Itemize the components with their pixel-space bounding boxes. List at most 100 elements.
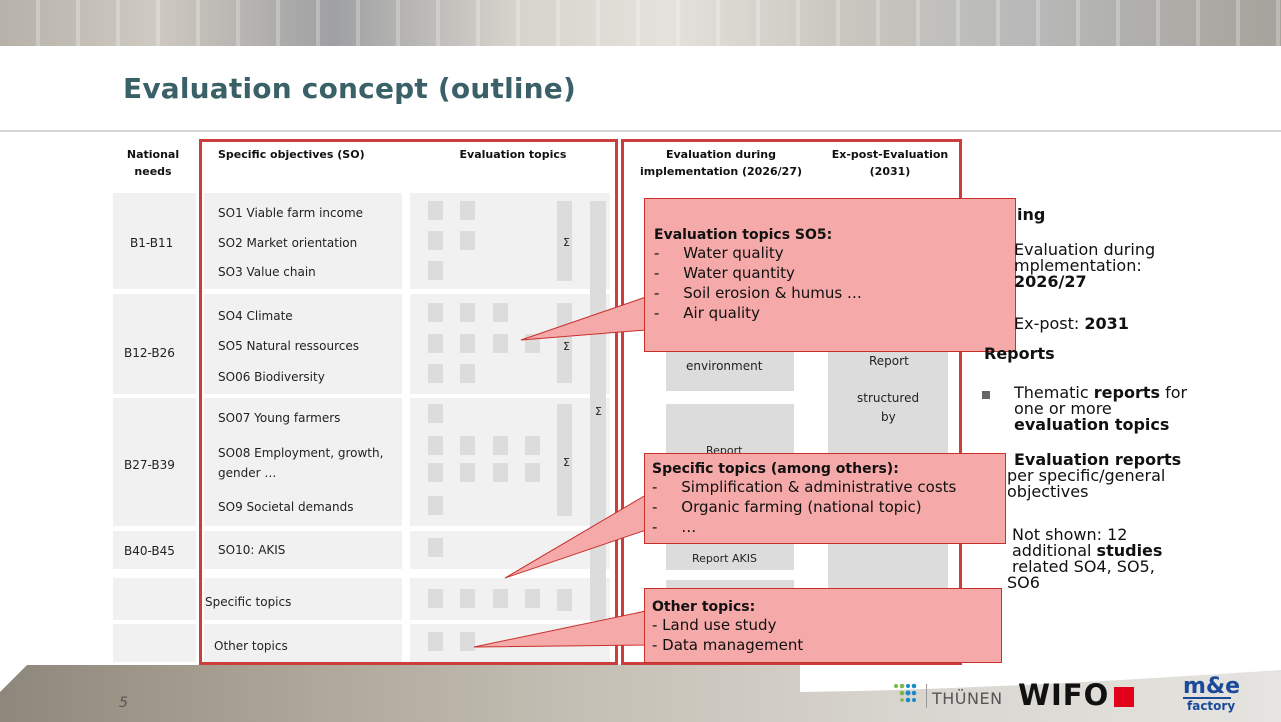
topic-square: [460, 231, 475, 250]
sum-bar: [557, 589, 572, 611]
callout-title: Evaluation topics SO5:: [654, 227, 833, 243]
so3-label: SO3 Value chain: [218, 265, 316, 279]
topic-square: [428, 589, 443, 608]
callout-item: - Water quality: [654, 244, 784, 262]
reports-bullet-3-cont2: related SO4, SO5,: [1012, 557, 1155, 576]
reports-bullet-1: Thematic reports for: [1014, 383, 1188, 402]
so-group-cell: [204, 193, 402, 289]
so4-label: SO4 Climate: [218, 309, 293, 323]
so-group-cell: [204, 578, 402, 620]
callout-item: - …: [652, 518, 697, 536]
so6-label: SO06 Biodiversity: [218, 370, 325, 384]
so7-label: SO07 Young farmers: [218, 411, 341, 425]
topic-square: [525, 463, 540, 482]
header-national-needs: National needs: [126, 148, 180, 178]
topics-cell: [410, 193, 610, 289]
topic-square: [460, 303, 475, 322]
header-eval-during: Evaluation during implementation (2026/2…: [639, 148, 802, 178]
during-text: Report AKIS: [692, 552, 757, 565]
topic-square: [493, 303, 508, 322]
header-evaluation-topics: Evaluation topics: [459, 148, 567, 161]
expost-text: by: [881, 410, 896, 424]
sum-bar: [557, 201, 572, 281]
topic-square: [525, 589, 540, 608]
reports-bullet-3-cont: additional studies: [1012, 541, 1163, 560]
topic-square: [428, 334, 443, 353]
timing-during-year: 2026/27: [1014, 272, 1087, 291]
callout-item: - Data management: [652, 636, 804, 654]
wifo-logo-text: WIFO: [1018, 678, 1110, 712]
topic-square: [460, 334, 475, 353]
so8-label-cont: gender …: [218, 466, 277, 480]
so2-label: SO2 Market orientation: [218, 236, 358, 250]
sum-symbol: Σ: [595, 405, 602, 418]
topic-square: [428, 632, 443, 651]
reports-bullet-1-cont2: evaluation topics: [1014, 415, 1170, 434]
total-sum-bar: [590, 201, 606, 621]
logo-divider: [926, 684, 927, 708]
topic-square: [428, 303, 443, 322]
topic-square: [428, 231, 443, 250]
expost-text: Report: [869, 354, 909, 368]
me-factory-underline: [1183, 697, 1231, 699]
so-group-cell: [204, 624, 402, 662]
title-divider: [0, 130, 1281, 132]
reports-bullet-2: Evaluation reports: [1014, 450, 1182, 469]
callout-specific: Specific topics (among others): - Simpli…: [644, 453, 1006, 544]
needs-label: B1-B11: [130, 236, 174, 250]
callout-item: - Air quality: [654, 304, 760, 322]
topics-cell: [410, 398, 610, 526]
bullet-square: [982, 391, 990, 399]
topics-cell: [410, 294, 610, 394]
callout-item: - Organic farming (national topic): [652, 498, 922, 516]
so-group-cell: [204, 531, 402, 569]
reports-bullet-2-cont: per specific/general: [1007, 466, 1166, 485]
header-photo-band: [0, 0, 1281, 46]
timing-during-line1: Evaluation during: [1014, 240, 1156, 259]
topics-cell: [410, 578, 610, 620]
reports-bullet-2-cont2: objectives: [1007, 482, 1089, 501]
callout-item: - Land use study: [652, 616, 777, 634]
so5-label: SO5 Natural ressources: [218, 339, 359, 353]
needs-label: B40-B45: [124, 544, 175, 558]
so-group-cell: [204, 294, 402, 394]
timing-during-line2: mplementation:: [1014, 256, 1142, 275]
topic-square: [460, 201, 475, 220]
topic-square: [428, 463, 443, 482]
so10-label: SO10: AKIS: [218, 543, 286, 557]
reports-bullet-3-cont3: SO6: [1007, 573, 1040, 592]
other-topics-label: Other topics: [214, 639, 288, 653]
reports-bullet-1-cont: one or more: [1014, 399, 1112, 418]
timing-expost: Ex-post: 2031: [1014, 314, 1129, 333]
topic-square: [428, 364, 443, 383]
topic-square: [428, 201, 443, 220]
thuenen-logo-text: THÜNEN: [932, 689, 1003, 708]
sum-bar: [557, 404, 572, 516]
needs-cell: [113, 398, 196, 526]
callout-item: - Water quantity: [654, 264, 795, 282]
reports-bullet-3: Not shown: 12: [1012, 525, 1128, 544]
so1-label: SO1 Viable farm income: [218, 206, 364, 220]
topic-square: [428, 436, 443, 455]
topic-square: [525, 436, 540, 455]
callout-item: - Soil erosion & humus …: [654, 284, 862, 302]
topic-square: [493, 463, 508, 482]
thuenen-logo-icon: [892, 682, 928, 708]
needs-cell: [113, 624, 196, 662]
topic-square: [493, 436, 508, 455]
slide-title: Evaluation concept (outline): [123, 72, 576, 105]
topic-square: [460, 589, 475, 608]
specific-topics-label: Specific topics: [205, 595, 292, 609]
header-specific-objectives: Specific objectives (SO): [218, 148, 365, 161]
callout-title: Specific topics (among others):: [652, 461, 899, 477]
needs-label: B27-B39: [124, 458, 175, 472]
sum-symbol: Σ: [563, 456, 570, 469]
topic-square: [428, 261, 443, 280]
so9-label: SO9 Societal demands: [218, 500, 354, 514]
frame-evaluations: [621, 139, 962, 665]
page-number: 5: [119, 695, 128, 711]
topic-square: [428, 538, 443, 557]
needs-cell: [113, 193, 196, 289]
during-text: environment: [686, 359, 763, 373]
topic-square: [493, 334, 508, 353]
